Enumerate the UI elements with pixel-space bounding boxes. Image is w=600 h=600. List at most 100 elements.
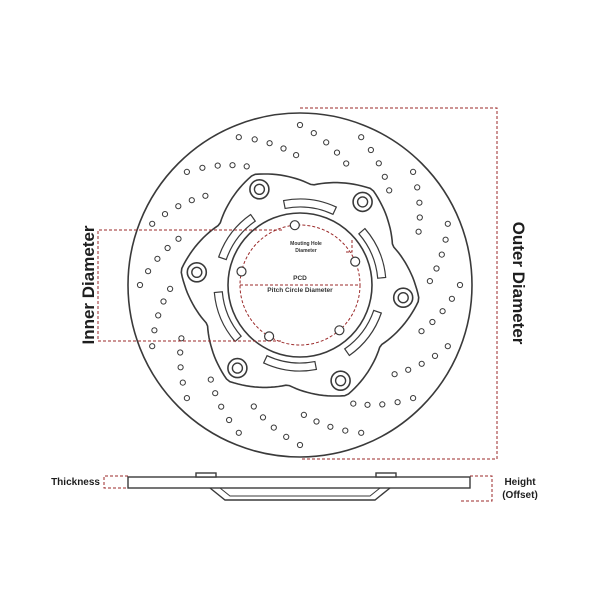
drill-hole — [444, 343, 451, 350]
inner-diameter-label: Inner Diameter — [79, 225, 98, 344]
drill-hole — [283, 433, 290, 440]
pitch-circle-diameter-label: Pitch Circle Diameter — [267, 287, 333, 294]
thickness-label: Thickness — [51, 477, 100, 488]
drill-holes — [136, 121, 464, 449]
drill-hole — [154, 255, 161, 262]
drill-hole — [270, 424, 277, 431]
drill-hole — [251, 136, 258, 143]
inner-diameter-line — [97, 229, 282, 342]
drill-hole — [379, 401, 386, 408]
drill-hole — [218, 403, 225, 410]
mounting-bolt-inner — [397, 292, 409, 304]
carrier-slot — [282, 198, 338, 216]
inner-mounting-hole — [236, 266, 247, 277]
drill-hole — [259, 414, 267, 421]
drill-hole — [161, 211, 169, 218]
drill-hole — [444, 220, 451, 227]
height-label-line1: Height — [504, 477, 536, 488]
outer-diameter-line — [300, 107, 498, 460]
drill-hole — [151, 327, 158, 334]
drill-hole — [439, 308, 446, 315]
carrier-slot — [213, 291, 242, 343]
drill-hole — [405, 366, 412, 373]
drill-hole — [175, 235, 182, 242]
mounting-bolts — [186, 179, 414, 392]
outer-diameter-label: Outer Diameter — [509, 222, 528, 345]
drill-hole — [183, 168, 190, 175]
drill-hole — [175, 203, 182, 210]
mounting-bolt-inner — [334, 375, 347, 387]
drill-hole — [164, 244, 171, 252]
drill-hole — [426, 278, 433, 285]
drill-hole — [250, 403, 257, 410]
drill-hole — [342, 427, 349, 434]
drill-hole — [177, 364, 184, 371]
disc-profile-tab-right — [375, 472, 397, 478]
inner-mounting-hole — [264, 331, 275, 342]
mounting-bolt-inner — [191, 266, 203, 278]
mounting-bolt-inner — [253, 183, 266, 196]
drill-hole — [280, 145, 287, 152]
drill-hole — [199, 164, 206, 171]
inner-mounting-hole — [289, 220, 300, 231]
drill-hole — [136, 281, 144, 289]
carrier-slots — [213, 198, 387, 372]
drill-hole — [188, 197, 195, 204]
disc-profile-tab-left — [195, 472, 217, 478]
drill-hole — [310, 130, 317, 137]
dimension-labels: Outer Diameter Inner Diameter Mouting Ho… — [51, 222, 538, 501]
drill-hole — [229, 162, 236, 169]
inner-mounting-holes — [236, 220, 361, 342]
drill-hole — [149, 220, 156, 227]
drill-hole — [202, 192, 209, 199]
drill-hole — [296, 121, 304, 129]
drill-hole — [266, 140, 273, 147]
pcd-circle — [239, 224, 361, 346]
inner-mounting-hole — [334, 325, 345, 336]
carrier-slot — [343, 309, 383, 357]
drill-hole — [414, 184, 421, 191]
drill-hole — [149, 343, 156, 350]
mounting-hole-leader — [345, 240, 353, 253]
drill-hole — [438, 251, 445, 258]
height-label-line2: (Offset) — [502, 490, 538, 501]
drill-hole — [167, 285, 174, 292]
mounting-bolt-inner — [231, 362, 244, 374]
drill-hole — [442, 236, 449, 243]
drill-hole — [145, 268, 152, 275]
drill-hole — [235, 429, 242, 436]
dimension-lines — [97, 107, 498, 502]
drill-hole — [418, 360, 425, 367]
drill-hole — [300, 411, 307, 418]
drill-hole — [155, 312, 162, 319]
drill-hole — [323, 139, 330, 146]
disc-profile-plate — [127, 476, 471, 489]
drill-hole — [212, 390, 219, 397]
drill-hole — [235, 134, 242, 141]
pcd-label: PCD — [293, 275, 307, 282]
drill-hole — [177, 349, 184, 356]
drill-hole — [418, 328, 425, 335]
carrier-slot — [217, 213, 257, 261]
drill-hole — [179, 379, 186, 386]
drill-hole — [313, 418, 320, 425]
height-line — [460, 475, 493, 502]
mounting-hole-label-line1: Mouting Hole — [290, 241, 322, 247]
drill-hole — [333, 149, 341, 156]
drill-hole — [327, 423, 334, 430]
drill-hole — [207, 376, 214, 383]
drill-hole — [183, 395, 190, 402]
disc-profile-carrier-inner — [219, 487, 381, 497]
drill-hole — [293, 152, 300, 159]
drill-hole — [391, 371, 398, 378]
thickness-line — [103, 475, 128, 489]
drill-hole — [416, 214, 423, 221]
drill-hole — [433, 265, 440, 272]
drill-hole — [416, 199, 423, 206]
drill-hole — [296, 441, 304, 449]
drill-hole — [160, 298, 167, 305]
drill-hole — [243, 163, 250, 170]
drill-hole — [226, 416, 233, 424]
drill-hole — [431, 352, 439, 359]
